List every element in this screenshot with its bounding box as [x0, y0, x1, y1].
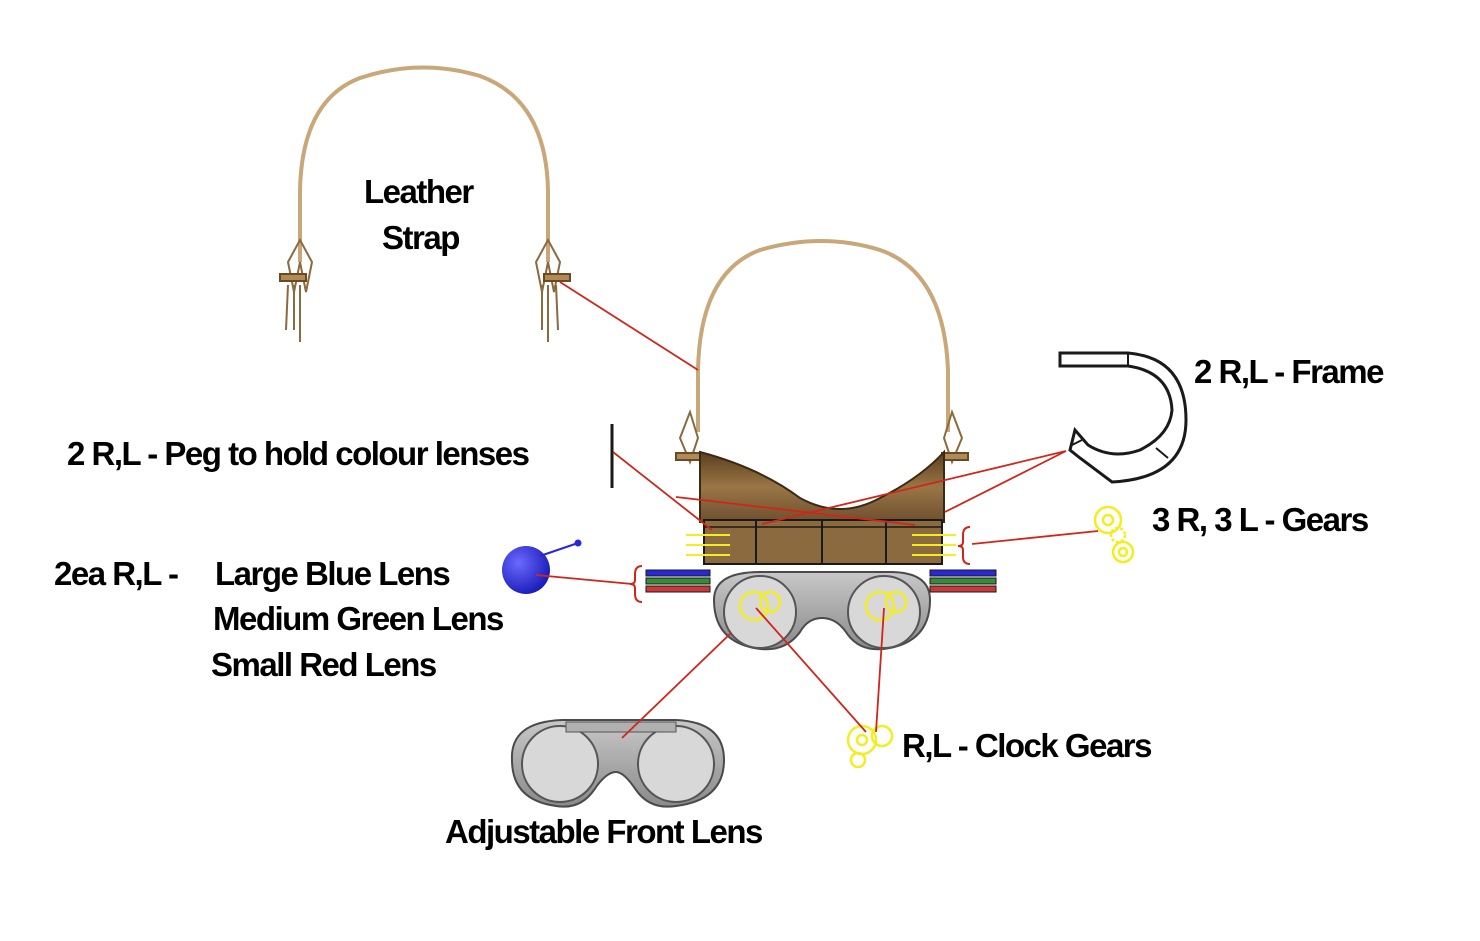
gears-label: 3 R, 3 L - Gears — [1152, 501, 1369, 538]
green-lens-label: Medium Green Lens — [213, 600, 504, 637]
front-lens-label: Adjustable Front Lens — [445, 813, 763, 850]
assembled-goggles — [629, 239, 997, 651]
blue-lens-label: Large Blue Lens — [215, 555, 451, 592]
right-colour-lens-stack — [929, 569, 997, 593]
frame-label: 2 R,L - Frame — [1194, 353, 1384, 390]
leader-lines — [535, 281, 1099, 739]
peg-label: 2 R,L - Peg to hold colour lenses — [67, 435, 530, 472]
blue-lens-part — [502, 539, 582, 594]
right-strap-buckle — [534, 237, 571, 342]
leather-strap-label-line1: Leather — [364, 173, 474, 210]
leather-strap-part — [279, 65, 571, 342]
frame-part — [1058, 351, 1188, 484]
clock-gears-label: R,L - Clock Gears — [902, 727, 1153, 764]
loose-gears-part — [1093, 505, 1135, 564]
left-strap-buckle — [279, 237, 314, 342]
clock-gears-part — [846, 724, 894, 769]
leather-strap-label-line2: Strap — [382, 219, 460, 256]
lens-prefix-label: 2ea R,L - — [54, 555, 179, 592]
front-lens-part — [510, 719, 726, 808]
red-lens-label: Small Red Lens — [211, 646, 437, 683]
left-colour-lens-stack — [645, 569, 711, 593]
